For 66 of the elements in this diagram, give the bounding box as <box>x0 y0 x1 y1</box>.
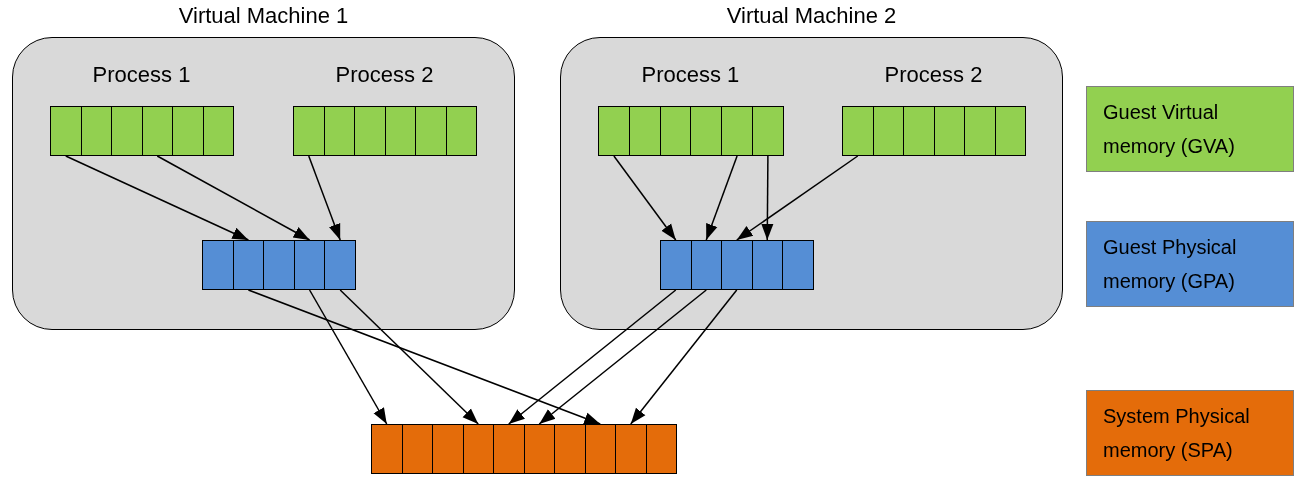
memory-page <box>659 106 692 156</box>
arrow <box>613 155 677 241</box>
memory-page <box>660 240 692 290</box>
memory-page <box>354 106 386 156</box>
arrow <box>705 155 738 241</box>
memory-page <box>263 240 295 290</box>
memory-page <box>384 106 416 156</box>
memory-page <box>554 424 586 474</box>
memory-page <box>371 424 403 474</box>
arrow <box>247 289 601 425</box>
memory-page <box>721 240 753 290</box>
memory-page <box>690 240 722 290</box>
arrow <box>156 155 311 241</box>
memory-page <box>432 424 464 474</box>
memory-page <box>994 106 1026 156</box>
arrow <box>65 155 250 241</box>
machine-title: Virtual Machine 1 <box>178 3 349 29</box>
process-label: Process 2 <box>884 62 983 88</box>
memory-page <box>842 106 874 156</box>
process-label: Process 1 <box>641 62 740 88</box>
arrow <box>538 289 707 425</box>
memory-page <box>615 424 647 474</box>
memory-page <box>141 106 173 156</box>
memory-page <box>598 106 630 156</box>
memory-page <box>523 424 555 474</box>
memory-page <box>782 240 814 290</box>
process-label: Process 2 <box>335 62 434 88</box>
memory-page <box>493 424 525 474</box>
memory-page <box>293 240 326 290</box>
memory-page <box>50 106 82 156</box>
memory-page <box>628 106 661 156</box>
memory-page <box>690 106 723 156</box>
memory-page <box>964 106 996 156</box>
memory-page <box>751 240 783 290</box>
memory-page <box>645 424 677 474</box>
memory-page <box>415 106 447 156</box>
memory-page <box>293 106 325 156</box>
legend-text: Guest Virtual memory (GVA) <box>1103 100 1236 159</box>
memory-page <box>872 106 904 156</box>
arrow <box>339 289 479 425</box>
memory-page <box>202 106 234 156</box>
memory-page <box>323 106 355 156</box>
memory-page <box>111 106 143 156</box>
memory-page <box>752 106 784 156</box>
arrow <box>308 289 388 425</box>
memory-page <box>80 106 112 156</box>
legend-text: Guest Physical memory (GPA) <box>1103 235 1238 294</box>
memory-page <box>172 106 204 156</box>
memory-page <box>721 106 753 156</box>
arrow <box>308 155 341 241</box>
arrow <box>630 289 738 425</box>
memory-page <box>401 424 433 474</box>
arrow <box>761 155 774 241</box>
memory-page <box>462 424 494 474</box>
memory-page <box>903 106 935 156</box>
legend-text: System Physical memory (SPA) <box>1103 404 1251 463</box>
process-label: Process 1 <box>92 62 191 88</box>
memory-page <box>232 240 265 290</box>
memory-page <box>202 240 234 290</box>
memory-page <box>445 106 477 156</box>
arrow <box>508 289 677 425</box>
memory-page <box>933 106 965 156</box>
arrow <box>736 155 859 241</box>
memory-page <box>324 240 356 290</box>
memory-page <box>584 424 616 474</box>
machine-title: Virtual Machine 2 <box>726 3 897 29</box>
